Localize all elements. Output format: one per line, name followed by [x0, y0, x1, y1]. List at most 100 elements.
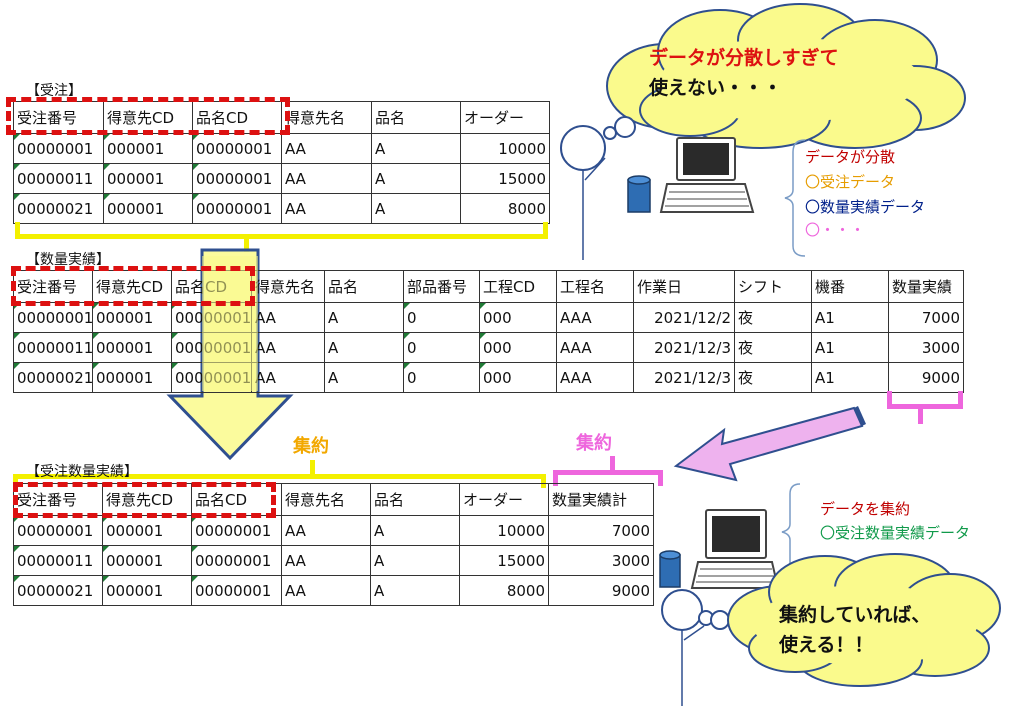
table-cell: A: [324, 302, 404, 333]
top-legend-item2: 〇数量実績データ: [805, 198, 926, 216]
key-highlight-box: [11, 266, 255, 306]
aggregate-bracket-yellow: [13, 474, 546, 479]
table-row: 00000021 000001 00000001 AA A 8000 9000: [13, 575, 654, 606]
key-highlight-box: [13, 482, 276, 518]
table-header: 得意先CD: [102, 483, 192, 516]
table-row: 00000001 000001 00000001 AA A 10000: [13, 133, 550, 164]
table-cell: 000001: [103, 133, 193, 164]
order-bracket-tick: [244, 234, 249, 252]
table-header: 得意先名: [281, 101, 372, 134]
aggregate-pink-tick: [610, 456, 615, 472]
table-cell: 0: [403, 332, 480, 363]
table-header: 受注番号: [13, 101, 104, 134]
bottom-thought-illustration: [659, 483, 1001, 706]
table-cell: AA: [251, 362, 325, 393]
bottom-cloud-line2: 使える！！: [779, 634, 874, 656]
table-cell: 000: [479, 362, 557, 393]
table-row: 00000001 000001 00000001 AA A 0 000 AAA …: [13, 302, 964, 333]
table-cell: AA: [281, 545, 371, 576]
table-cell: 2021/12/2: [633, 302, 735, 333]
table-header: シフト: [734, 270, 812, 303]
table-cell: AA: [281, 133, 372, 164]
table-cell: 8000: [459, 575, 549, 606]
table-header: 機番: [811, 270, 889, 303]
table-row: 00000011 000001 00000001 AA A 0 000 AAA …: [13, 332, 964, 363]
table-row: 00000021 000001 00000001 AA A 8000: [13, 193, 550, 224]
table-cell: AAA: [556, 332, 634, 363]
aggregate-table-label: 【受注数量実績】: [26, 464, 138, 480]
table-row: 00000011 000001 00000001 AA A 15000 3000: [13, 545, 654, 576]
key-highlight-box: [6, 97, 290, 135]
aggregate-bracket-right: [541, 474, 546, 488]
table-header: 受注番号: [13, 270, 93, 303]
table-cell: A: [371, 193, 461, 224]
table-cell: 0: [403, 302, 480, 333]
table-row: 00000021 000001 00000001 AA A 0 000 AAA …: [13, 362, 964, 393]
table-cell: 00000001: [191, 545, 282, 576]
table-cell: A: [370, 515, 460, 546]
table-cell: 7000: [888, 302, 964, 333]
table-cell: 夜: [734, 302, 812, 333]
top-thought-illustration: [560, 3, 966, 260]
order-table: 受注番号 得意先CD 品名CD 得意先名 品名 オーダー 00000001 00…: [13, 101, 550, 224]
order-bracket: [15, 234, 548, 239]
table-header: 得意先名: [251, 270, 325, 303]
table-cell: 00000011: [13, 163, 104, 194]
table-cell: AA: [281, 515, 371, 546]
table-cell: 2021/12/3: [633, 362, 735, 393]
table-header: 工程CD: [479, 270, 557, 303]
arrow-shaft-overlay: [202, 256, 258, 391]
top-legend-item3: 〇・・・: [805, 221, 866, 239]
aggregate-arrow: [673, 406, 866, 482]
table-header: 品名: [370, 483, 460, 516]
table-cell: AA: [281, 193, 372, 224]
table-cell: 000001: [102, 515, 192, 546]
production-table-label: 【数量実績】: [26, 252, 110, 268]
table-cell: 15000: [459, 545, 549, 576]
table-cell: 10000: [459, 515, 549, 546]
table-header: 部品番号: [403, 270, 480, 303]
aggregate-pink-left: [553, 470, 558, 486]
top-cloud-line1: データが分散しすぎて: [649, 47, 839, 69]
aggregate-pink-right: [658, 470, 663, 486]
table-cell: 7000: [548, 515, 654, 546]
table-cell: 00000011: [13, 332, 93, 363]
table-cell: 00000001: [192, 163, 282, 194]
table-cell: AA: [251, 302, 325, 333]
table-header: 作業日: [633, 270, 735, 303]
table-header: 得意先名: [281, 483, 371, 516]
top-cloud-line2: 使えない・・・: [649, 77, 783, 99]
table-cell: A: [370, 575, 460, 606]
table-header: オーダー: [459, 483, 549, 516]
top-legend-item1: 〇受注データ: [805, 173, 896, 191]
table-cell: 夜: [734, 332, 812, 363]
table-cell: 00000001: [191, 515, 282, 546]
table-cell: AA: [281, 163, 372, 194]
order-bracket-right: [543, 222, 548, 239]
table-cell: 000: [479, 332, 557, 363]
table-header: 得意先CD: [92, 270, 172, 303]
table-cell: 000001: [102, 575, 192, 606]
table-cell: A1: [811, 332, 889, 363]
table-cell: 夜: [734, 362, 812, 393]
table-cell: A: [371, 133, 461, 164]
table-row: 00000001 000001 00000001 AA A 10000 7000: [13, 515, 654, 546]
table-cell: AA: [281, 575, 371, 606]
table-header: 数量実績: [888, 270, 964, 303]
bottom-legend-item1: 〇受注数量実績データ: [820, 524, 971, 542]
table-cell: A: [371, 163, 461, 194]
table-cell: AA: [251, 332, 325, 363]
table-cell: 000001: [103, 163, 193, 194]
table-cell: 2021/12/3: [633, 332, 735, 363]
table-cell: AAA: [556, 362, 634, 393]
aggregate-bracket-left: [13, 474, 18, 488]
order-bracket-left: [15, 222, 20, 239]
table-cell: 00000021: [13, 362, 93, 393]
table-cell: AAA: [556, 302, 634, 333]
table-cell: A1: [811, 302, 889, 333]
table-cell: A: [324, 332, 404, 363]
table-cell: 00000001: [13, 302, 93, 333]
aggregate-bracket-tick: [310, 460, 315, 476]
table-cell: 10000: [460, 133, 550, 164]
table-cell: 000001: [92, 302, 172, 333]
